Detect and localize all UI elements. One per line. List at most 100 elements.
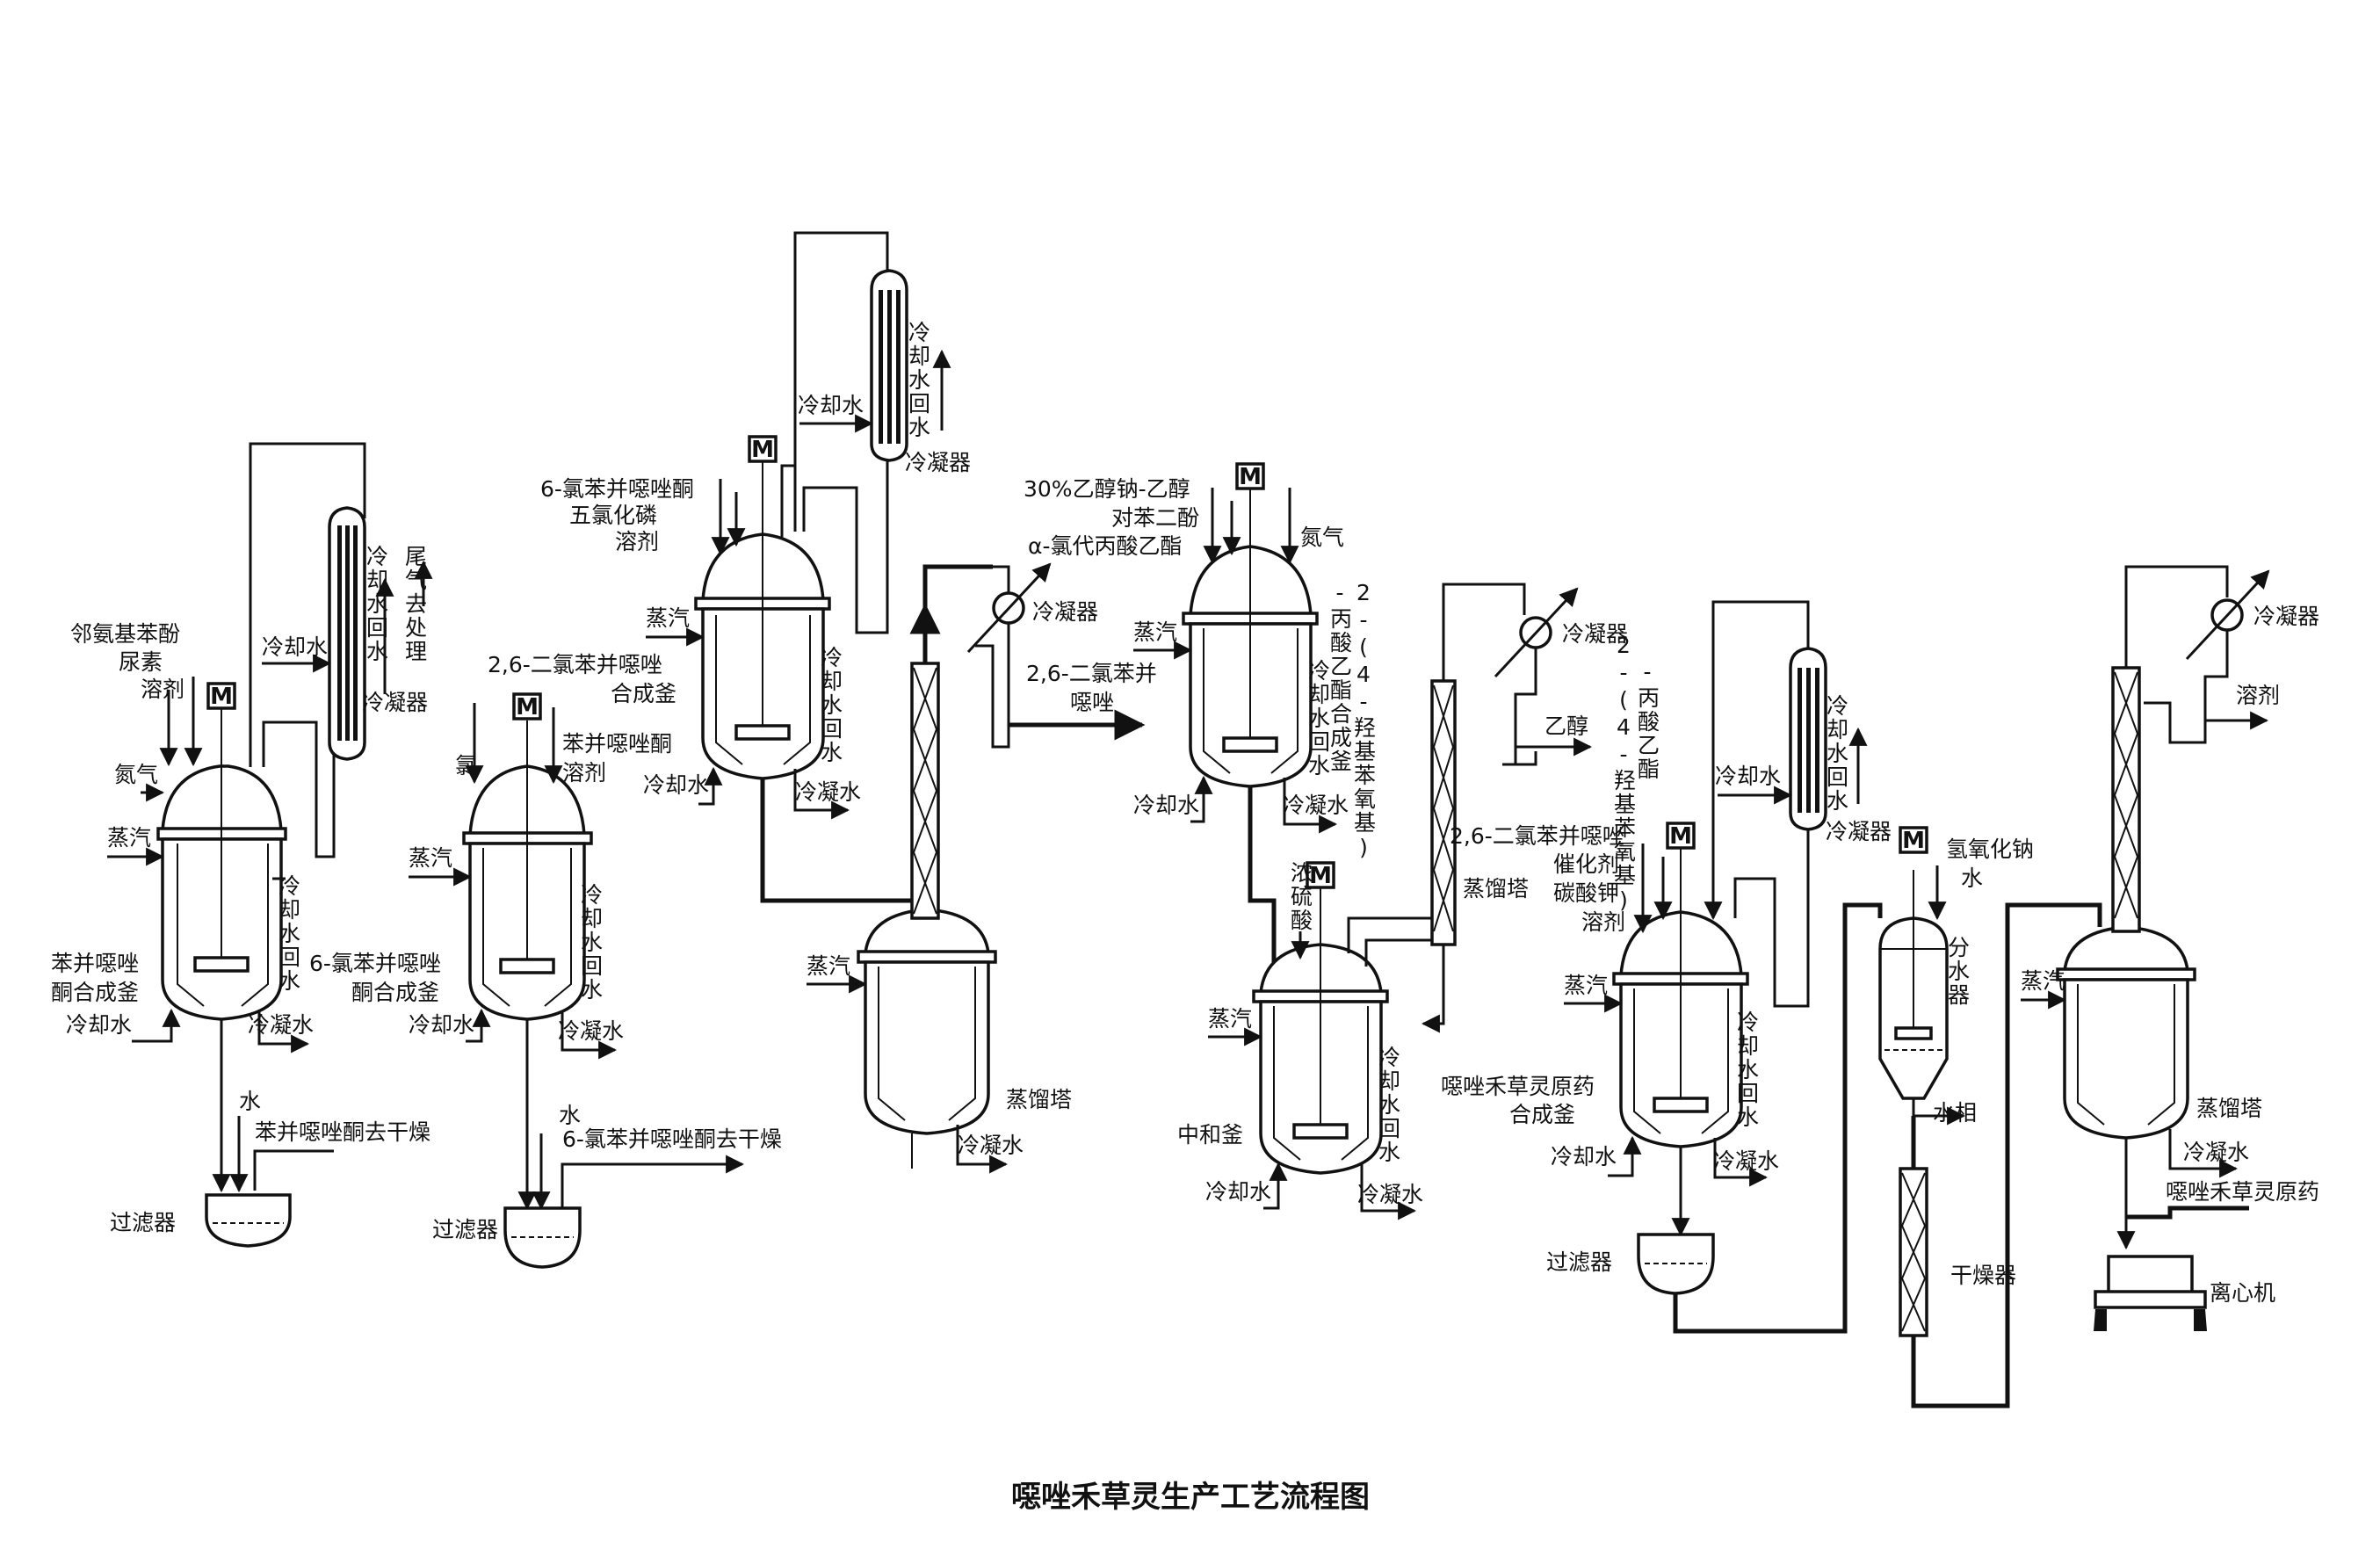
column-steam-label: 蒸汽: [2021, 968, 2065, 994]
column-label: 蒸馏塔: [1463, 876, 1529, 901]
neutralizer-steam-label: 蒸汽: [1208, 1006, 1252, 1032]
reactor-label-line2: 合成釜: [611, 681, 676, 706]
vessel-label-col1: -丙酸乙酯合成釜: [1327, 580, 1353, 773]
product-label: 苯并噁唑酮去干燥: [255, 1119, 430, 1145]
filter-1: [205, 1193, 292, 1248]
motor-icon: M: [1235, 462, 1265, 490]
feed-chlorobenzoxazolone: 6-氯苯并噁唑酮: [540, 476, 694, 502]
condenser-cw-label: 冷却水: [1715, 764, 1781, 789]
product-label-line1: 2,6-二氯苯并: [1026, 661, 1157, 686]
feed-urea: 尿素: [119, 649, 163, 675]
svg-text:M: M: [210, 684, 233, 710]
condenser-label: 冷凝器: [1826, 819, 1892, 844]
svg-text:M: M: [751, 437, 774, 463]
condenser-label: 冷凝器: [362, 690, 428, 715]
column-condensate-label: 冷凝水: [2183, 1140, 2249, 1165]
motor-icon: M: [1666, 822, 1696, 850]
motor-icon: M: [512, 692, 542, 720]
final-packed-column: [2111, 666, 2141, 933]
filter-label: 过滤器: [432, 1217, 498, 1242]
water-phase-label: 水相: [1933, 1100, 1977, 1126]
svg-text:M: M: [516, 694, 539, 720]
diagram-title: 噁唑禾草灵生产工艺流程图: [1011, 1480, 1370, 1515]
neutralizer-label: 中和釜: [1177, 1122, 1243, 1148]
cooling-return-label: 冷却水回水: [1734, 1010, 1760, 1129]
feed-catalyst: 催化剂: [1553, 851, 1619, 877]
cooling-return-label: 冷却水回水: [818, 646, 843, 764]
motor-icon: M: [1899, 826, 1928, 854]
vessel-label-col2: 2-(4-羟基苯氧基): [1351, 580, 1377, 862]
unit-fenoxaprop: M 2,6-二氯苯并噁唑 催化剂 碳酸钾 溶剂 2-(4-羟基苯氧基) -丙酸乙…: [1441, 565, 2319, 1408]
feed-solvent: 溶剂: [1581, 909, 1625, 935]
steam-label: 蒸汽: [646, 605, 690, 631]
ester-label-col2: -丙酸乙酯: [1635, 659, 1660, 781]
cooling-water-label: 冷却水: [643, 772, 709, 798]
reactor-label-line2: 酮合成釜: [351, 980, 439, 1005]
svg-text:M: M: [1902, 828, 1925, 854]
benzoxazolone-reactor: [156, 703, 287, 1021]
neutralizer-cw-label: 冷却水: [1205, 1179, 1271, 1205]
motor-icon: M: [748, 435, 778, 463]
cooling-water-label: 冷却水: [1551, 1144, 1617, 1169]
condenser-label: 冷凝器: [1562, 621, 1628, 647]
cooling-water-label: 冷却水: [1133, 793, 1199, 818]
steam-label: 蒸汽: [107, 825, 151, 851]
centrifuge: [2094, 1255, 2207, 1331]
cooling-water-label: 冷却水: [66, 1012, 132, 1038]
water-label: 水: [559, 1103, 581, 1128]
neutralizer-condensate-label: 冷凝水: [1357, 1182, 1423, 1207]
acid-label: 浓硫酸: [1288, 861, 1313, 932]
condensate-label: 冷凝水: [558, 1018, 624, 1044]
column-label: 蒸馏塔: [2196, 1096, 2262, 1121]
unit-dichlorobenzoxazole: M 6-氯苯并噁唑酮 五氯化磷 溶剂 蒸汽 2,6-二氯苯并噁唑 合成釜 冷却水…: [488, 231, 1157, 1174]
motor-icon: M: [1306, 861, 1335, 889]
condenser-cw-return-label: 冷却水回水: [906, 321, 931, 439]
condensate-label: 冷凝水: [248, 1012, 314, 1038]
reactor-label-line1: 苯并噁唑: [51, 951, 139, 976]
condenser-cw-return-label: 冷却水回水: [1824, 694, 1849, 813]
product-label-line2: 噁唑: [1070, 690, 1114, 715]
condenser-label: 冷凝器: [905, 450, 971, 475]
solvent-label: 溶剂: [2236, 683, 2280, 708]
column-label: 蒸馏塔: [1006, 1087, 1072, 1112]
feed-benzoxazolone: 苯并噁唑酮: [562, 731, 672, 757]
feed-pcl5: 五氯化磷: [569, 503, 657, 528]
vessel-label-line2: 合成釜: [1509, 1102, 1575, 1127]
ester-reactor: [1182, 488, 1319, 788]
dryer: [1899, 1167, 1928, 1337]
unit-chlorobenzoxazolone: M 氯 苯并噁唑酮 溶剂 蒸汽 6-氯苯并噁唑 酮合成釜 冷却水 冷却水回水 冷…: [309, 692, 782, 1269]
naoh-label: 氢氧化钠: [1946, 836, 2034, 862]
column-condensate-label: 冷凝水: [958, 1133, 1024, 1158]
feed-sodium-ethoxide: 30%乙醇钠-乙醇: [1024, 476, 1190, 502]
cooling-return-label: 冷却水回水: [578, 883, 604, 1002]
feed-solvent: 溶剂: [615, 529, 659, 554]
feed-o-aminophenol: 邻氨基苯酚: [70, 621, 180, 647]
centrifuge-label: 离心机: [2210, 1280, 2275, 1306]
nitrogen-label: 氮气: [114, 762, 158, 787]
neutralizer-cooling-return-label: 冷却水回水: [1376, 1046, 1401, 1164]
feed-dichlorobenzoxazole: 2,6-二氯苯并噁唑: [1450, 823, 1624, 849]
reactor-label-line1: 6-氯苯并噁唑: [309, 951, 441, 976]
reactor-label-line2: 酮合成釜: [51, 980, 139, 1005]
filter-3: [1637, 1233, 1715, 1295]
water-separator: [1878, 870, 1949, 1100]
reactor-label-line1: 2,6-二氯苯并噁唑: [488, 652, 662, 677]
svg-text:M: M: [1669, 823, 1692, 850]
tube-condenser: [328, 506, 366, 761]
steam-label: 蒸汽: [409, 845, 452, 871]
svg-text:M: M: [1239, 464, 1262, 490]
distillation-pot: [857, 908, 997, 1135]
condensate-label: 冷凝水: [795, 779, 861, 805]
cooling-return-label: 冷却水回水: [276, 874, 301, 993]
tube-condenser: [870, 269, 908, 462]
condensate-label: 冷凝水: [1283, 793, 1349, 818]
ethanol-label: 乙醇: [1544, 713, 1588, 739]
condensate-label: 冷凝水: [1713, 1148, 1779, 1174]
cooling-return-label: 冷却水回水: [1306, 659, 1331, 778]
condenser-cw-label: 冷却水: [798, 393, 864, 418]
feed-chloropropionate: α-氯代丙酸乙酯: [1028, 533, 1183, 559]
final-distillation-pot: [2056, 925, 2196, 1140]
feed-solvent: 溶剂: [141, 677, 184, 702]
